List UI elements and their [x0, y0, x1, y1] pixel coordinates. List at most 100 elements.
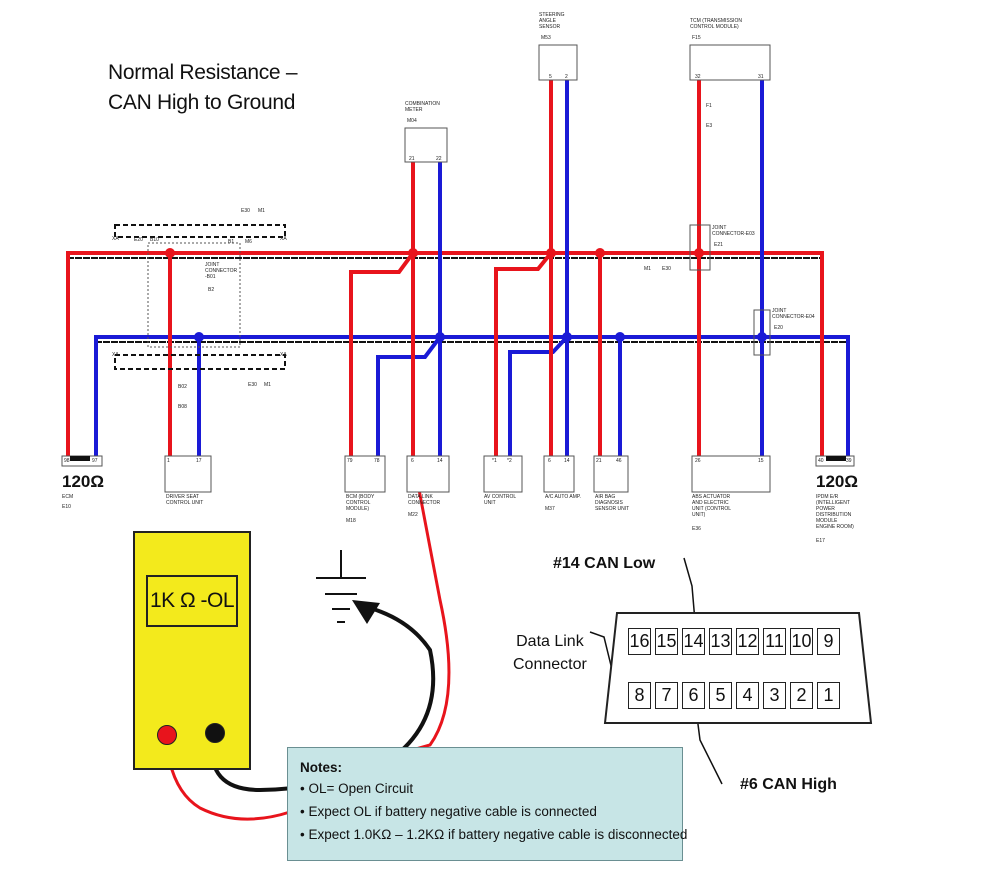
tag-e30-lower: E30 — [248, 382, 257, 388]
ipdm-code: E17 — [816, 538, 825, 544]
steering-label-2: ANGLE — [539, 18, 557, 24]
airbag-box — [593, 455, 629, 493]
black-probe-arrow — [352, 600, 380, 624]
tag-b1: B1 — [228, 239, 234, 245]
abs-box — [691, 455, 771, 493]
dlc-module-label-2: CONNECTOR — [408, 500, 441, 506]
tag-b08: B08 — [178, 404, 187, 410]
multimeter: 1K Ω -OL — [133, 531, 251, 770]
dlc-pin-2: 2 — [790, 682, 813, 709]
seat-pin-1: 1 — [167, 458, 170, 464]
tag-e30b: E30 — [662, 266, 671, 272]
joint-e04-box — [753, 309, 771, 356]
abs-code: E36 — [692, 526, 701, 532]
ac-pin-6: 6 — [548, 458, 551, 464]
dlc-label: Data Link Connector — [513, 630, 587, 676]
dlc-pin-7: 7 — [655, 682, 678, 709]
tcm-pin-31: 31 — [758, 74, 764, 80]
seat-box — [164, 455, 212, 493]
meter-label-2: METER — [405, 107, 423, 113]
shield-box-lower — [114, 354, 286, 370]
tag-xa-1: XA — [112, 236, 119, 242]
ipdm-pin-39: 39 — [846, 458, 852, 464]
notes-box: Notes: • OL= Open Circuit • Expect OL if… — [287, 747, 687, 861]
tag-f1: F1 — [706, 103, 712, 109]
dlc-pin-3: 3 — [763, 682, 786, 709]
dlc-pin-14: 14 — [437, 458, 443, 464]
bcm-can-low-wire — [376, 334, 443, 460]
dlc-pin-8: 8 — [628, 682, 651, 709]
steering-box — [538, 44, 578, 81]
ipdm-resistor-bar — [826, 456, 846, 461]
steering-pin-5: 5 — [549, 74, 552, 80]
steering-label-1: STEERING — [539, 12, 565, 18]
tcm-pin-32: 32 — [695, 74, 701, 80]
joint-e03-label-1: JOINT — [712, 225, 726, 231]
tag-e3: E3 — [706, 123, 712, 129]
ac-label: A/C AUTO AMP. — [545, 494, 581, 500]
tag-e30: E30 — [241, 208, 250, 214]
can-low-label: #14 CAN Low — [553, 555, 656, 572]
meter-pin-22: 22 — [436, 156, 442, 162]
ipdm-label-4: DISTRIBUTION — [816, 512, 852, 518]
bcm-label-3: MODULE) — [346, 506, 369, 512]
joint-e03-code: E21 — [714, 242, 723, 248]
joint-e04-code: E20 — [774, 325, 783, 331]
can-high-junctions — [165, 248, 704, 258]
can-low-junctions — [194, 332, 767, 342]
joint-e04-label-2: CONNECTOR-E04 — [772, 314, 815, 320]
tcm-label-2: CONTROL MODULE) — [690, 24, 739, 30]
joint-b01-label-3: -B01 — [205, 274, 216, 280]
bcm-pin-79: 79 — [347, 458, 353, 464]
tag-m1-lower: M1 — [264, 382, 271, 388]
tag-xa-2: XA — [280, 236, 287, 242]
ground-symbol — [316, 550, 366, 623]
tag-xa-4: XA — [280, 352, 287, 358]
dlc-module-label-1: DATA LINK — [408, 494, 433, 500]
dlc-pin-5: 5 — [709, 682, 732, 709]
tcm-label-1: TCM (TRANSMISSION — [690, 18, 742, 24]
ac-code: M37 — [545, 506, 555, 512]
title-line-2: CAN High to Ground — [108, 91, 296, 114]
meter-display: 1K Ω -OL — [146, 575, 238, 627]
notes-item-2: • Expect OL if battery negative cable is… — [300, 804, 597, 819]
joint-b01-label-1: JOINT — [205, 262, 219, 268]
ipdm-resistor-label: 120Ω — [816, 472, 858, 491]
title-line-1: Normal Resistance – — [108, 61, 298, 84]
dlc-pin-12: 12 — [736, 628, 759, 655]
abs-label-4: UNIT) — [692, 512, 706, 518]
tag-e20: E20 — [134, 237, 143, 243]
joint-e04-label-1: JOINT — [772, 308, 786, 314]
meter-box — [404, 127, 448, 163]
bcm-label-2: CONTROL — [346, 500, 371, 506]
notes-heading: Notes: — [300, 760, 343, 775]
joint-b01-code: B2 — [208, 287, 214, 293]
seat-label-2: CONTROL UNIT — [166, 500, 203, 506]
ipdm-pin-40: 40 — [818, 458, 824, 464]
dlc-module-code: M22 — [408, 512, 418, 518]
abs-label-2: AND ELECTRIC — [692, 500, 729, 506]
airbag-label-3: SENSOR UNIT — [595, 506, 629, 512]
ac-box — [543, 455, 575, 493]
dlc-pin-10: 10 — [790, 628, 813, 655]
diagram-title: Normal Resistance – CAN High to Ground — [108, 58, 298, 118]
dlc-pin-16: 16 — [628, 628, 651, 655]
meter-pin-21: 21 — [409, 156, 415, 162]
airbag-label-2: DIAGNOSIS — [595, 500, 623, 506]
av-label-1: AV CONTROL — [484, 494, 516, 500]
black-probe-jack — [205, 723, 225, 743]
dlc-pin-6: 6 — [411, 458, 414, 464]
dlc-box — [406, 455, 450, 493]
dlc-pin-14: 14 — [682, 628, 705, 655]
meter-label-1: COMBINATION — [405, 101, 440, 107]
seat-pin-17: 17 — [196, 458, 202, 464]
bcm-box — [344, 455, 386, 493]
abs-label-1: ABS ACTUATOR — [692, 494, 731, 500]
dlc-probe-red-lead — [403, 456, 451, 754]
ipdm-label-2: (INTELLIGENT — [816, 500, 850, 506]
ecm-pin-98: 98 — [64, 458, 70, 464]
ipdm-label-5: MODULE — [816, 518, 838, 524]
abs-pin-15: 15 — [758, 458, 764, 464]
